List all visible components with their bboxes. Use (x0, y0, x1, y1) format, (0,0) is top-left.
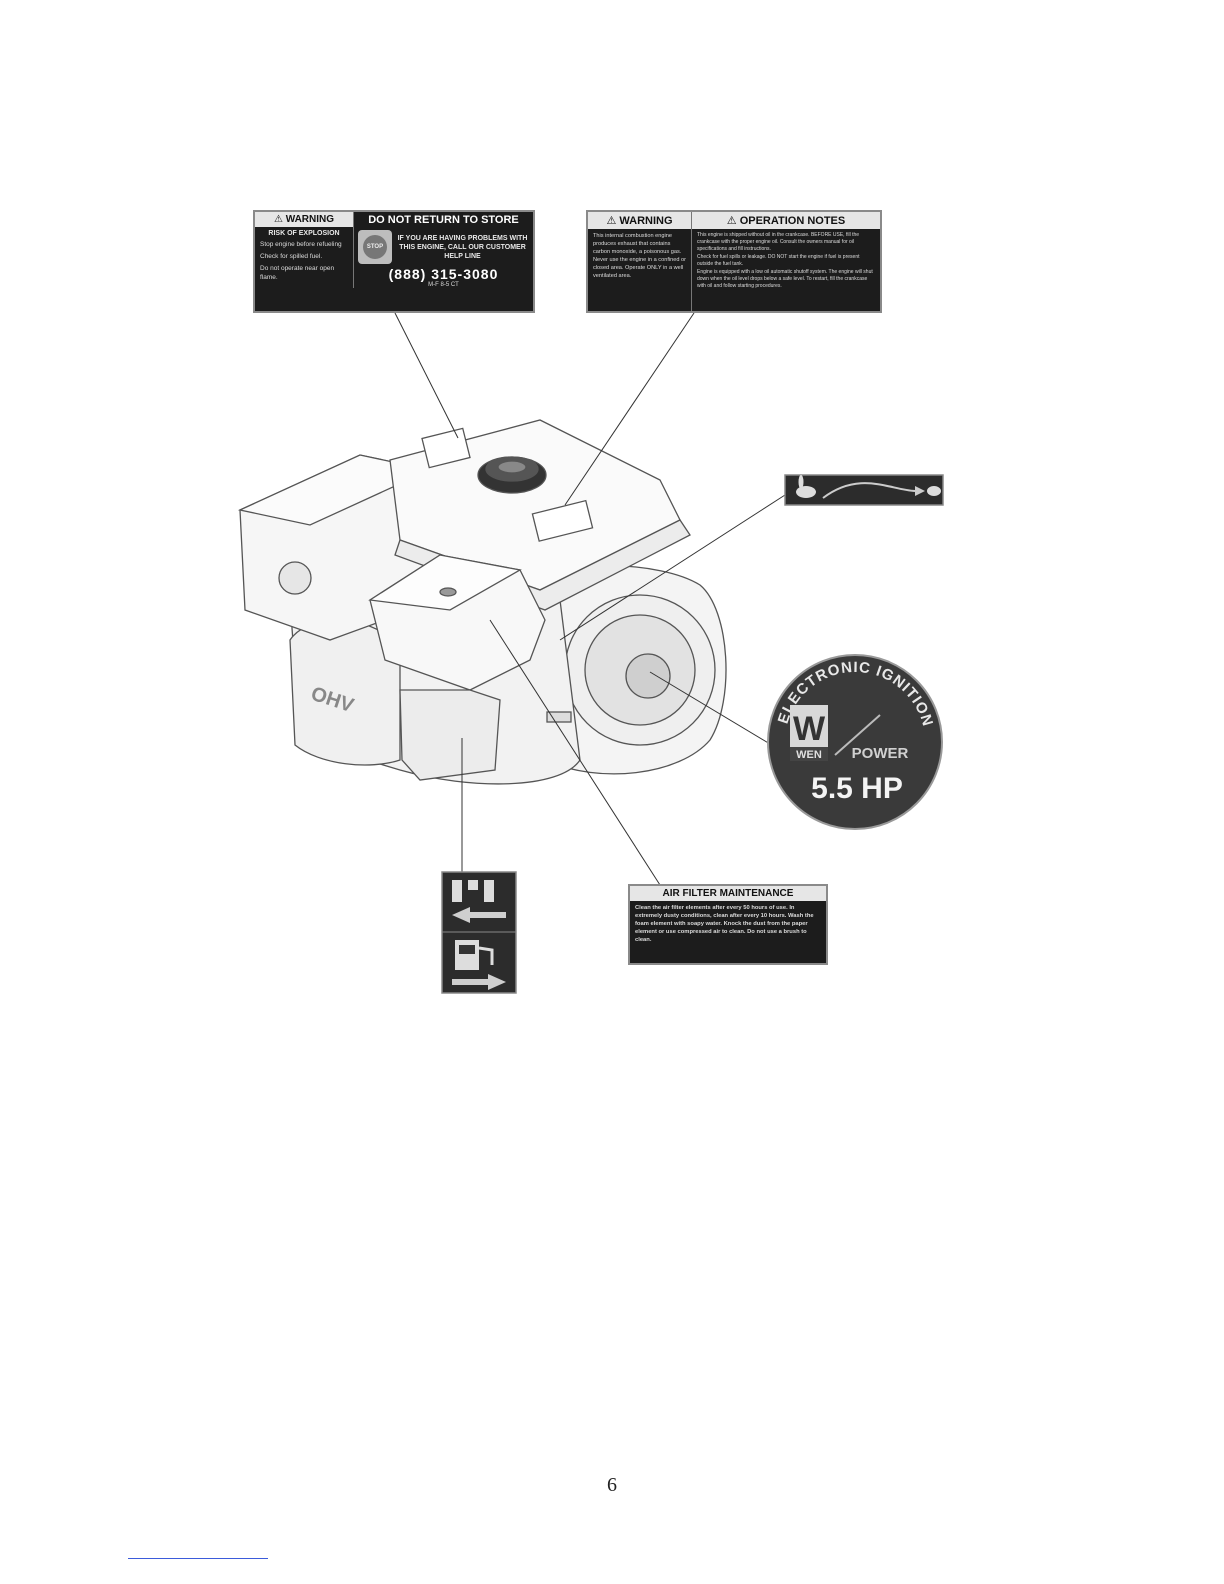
carburetor (399, 689, 501, 781)
arrow-left-icon (452, 907, 506, 923)
page-number: 6 (607, 1474, 617, 1496)
list-item: Engine is equipped with a low oil automa… (697, 269, 873, 289)
warning-store-label: ⚠ WARNING RISK OF EXPLOSION Stop engine … (253, 210, 535, 313)
list-item: Do not operate near open flame. (260, 265, 335, 281)
warning-triangle-icon: ⚠ (606, 215, 617, 227)
warning-triangle-icon: ⚠ (726, 215, 737, 227)
air-filter-label: AIR FILTER MAINTENANCE Clean the air fil… (628, 884, 828, 965)
air-filter-header: AIR FILTER MAINTENANCE (630, 886, 826, 901)
rabbit-icon (796, 475, 816, 498)
list-item: Check for fuel spills or leakage. DO NOT… (697, 254, 860, 267)
arrow-right-icon (452, 974, 506, 990)
risk-subtitle: RISK OF EXPLOSION (268, 230, 340, 237)
tank-decal-1 (421, 427, 471, 469)
choke-icon (452, 880, 494, 902)
stop-seal-icon: STOP (358, 230, 392, 264)
leader-lines (394, 312, 786, 886)
list-item: This engine is shipped without oil in th… (697, 232, 860, 252)
badge-hp: 5.5 HP (811, 772, 903, 805)
badge-brand: WEN (796, 749, 822, 761)
tank-decal-2 (531, 499, 594, 542)
warning-operation-label: ⚠ WARNING This internal combustion engin… (586, 210, 882, 313)
throttle-decal (784, 474, 944, 506)
warning-triangle-icon: ⚠ (273, 214, 283, 225)
help-line-text: IF YOU ARE HAVING PROBLEMS WITH THIS ENG… (397, 234, 528, 260)
operation-notes: This engine is shipped without oil in th… (692, 229, 880, 294)
air-filter-text: Clean the air filter elements after ever… (635, 905, 814, 943)
phone-number: (888) 315-3080 (388, 266, 499, 282)
operation-header: ⚠ OPERATION NOTES (692, 212, 880, 229)
store-header: DO NOT RETURN TO STORE (354, 212, 533, 228)
warning-header: ⚠ WARNING (255, 212, 353, 227)
co-warning-text: This internal combustion engine produces… (593, 233, 686, 279)
fuel-pump-icon (455, 940, 494, 970)
footnote-rule (128, 1558, 268, 1559)
wen-badge: ELECTRONIC IGNITION W WEN POWER 5.5 HP (767, 654, 943, 830)
turtle-icon (927, 486, 941, 496)
fuel-valve-decal (441, 871, 517, 994)
list-item: Stop engine before refueling (260, 241, 342, 248)
warning-bullets: Stop engine before refueling Check for s… (255, 237, 353, 288)
badge-logo-letter: W (793, 710, 826, 748)
choke-lever (546, 711, 572, 723)
warning-header: ⚠ WARNING (588, 212, 691, 229)
help-hours: M-F 8-5 CT (428, 282, 459, 288)
badge-power: POWER (852, 745, 909, 762)
list-item: Check for spilled fuel. (260, 253, 323, 260)
